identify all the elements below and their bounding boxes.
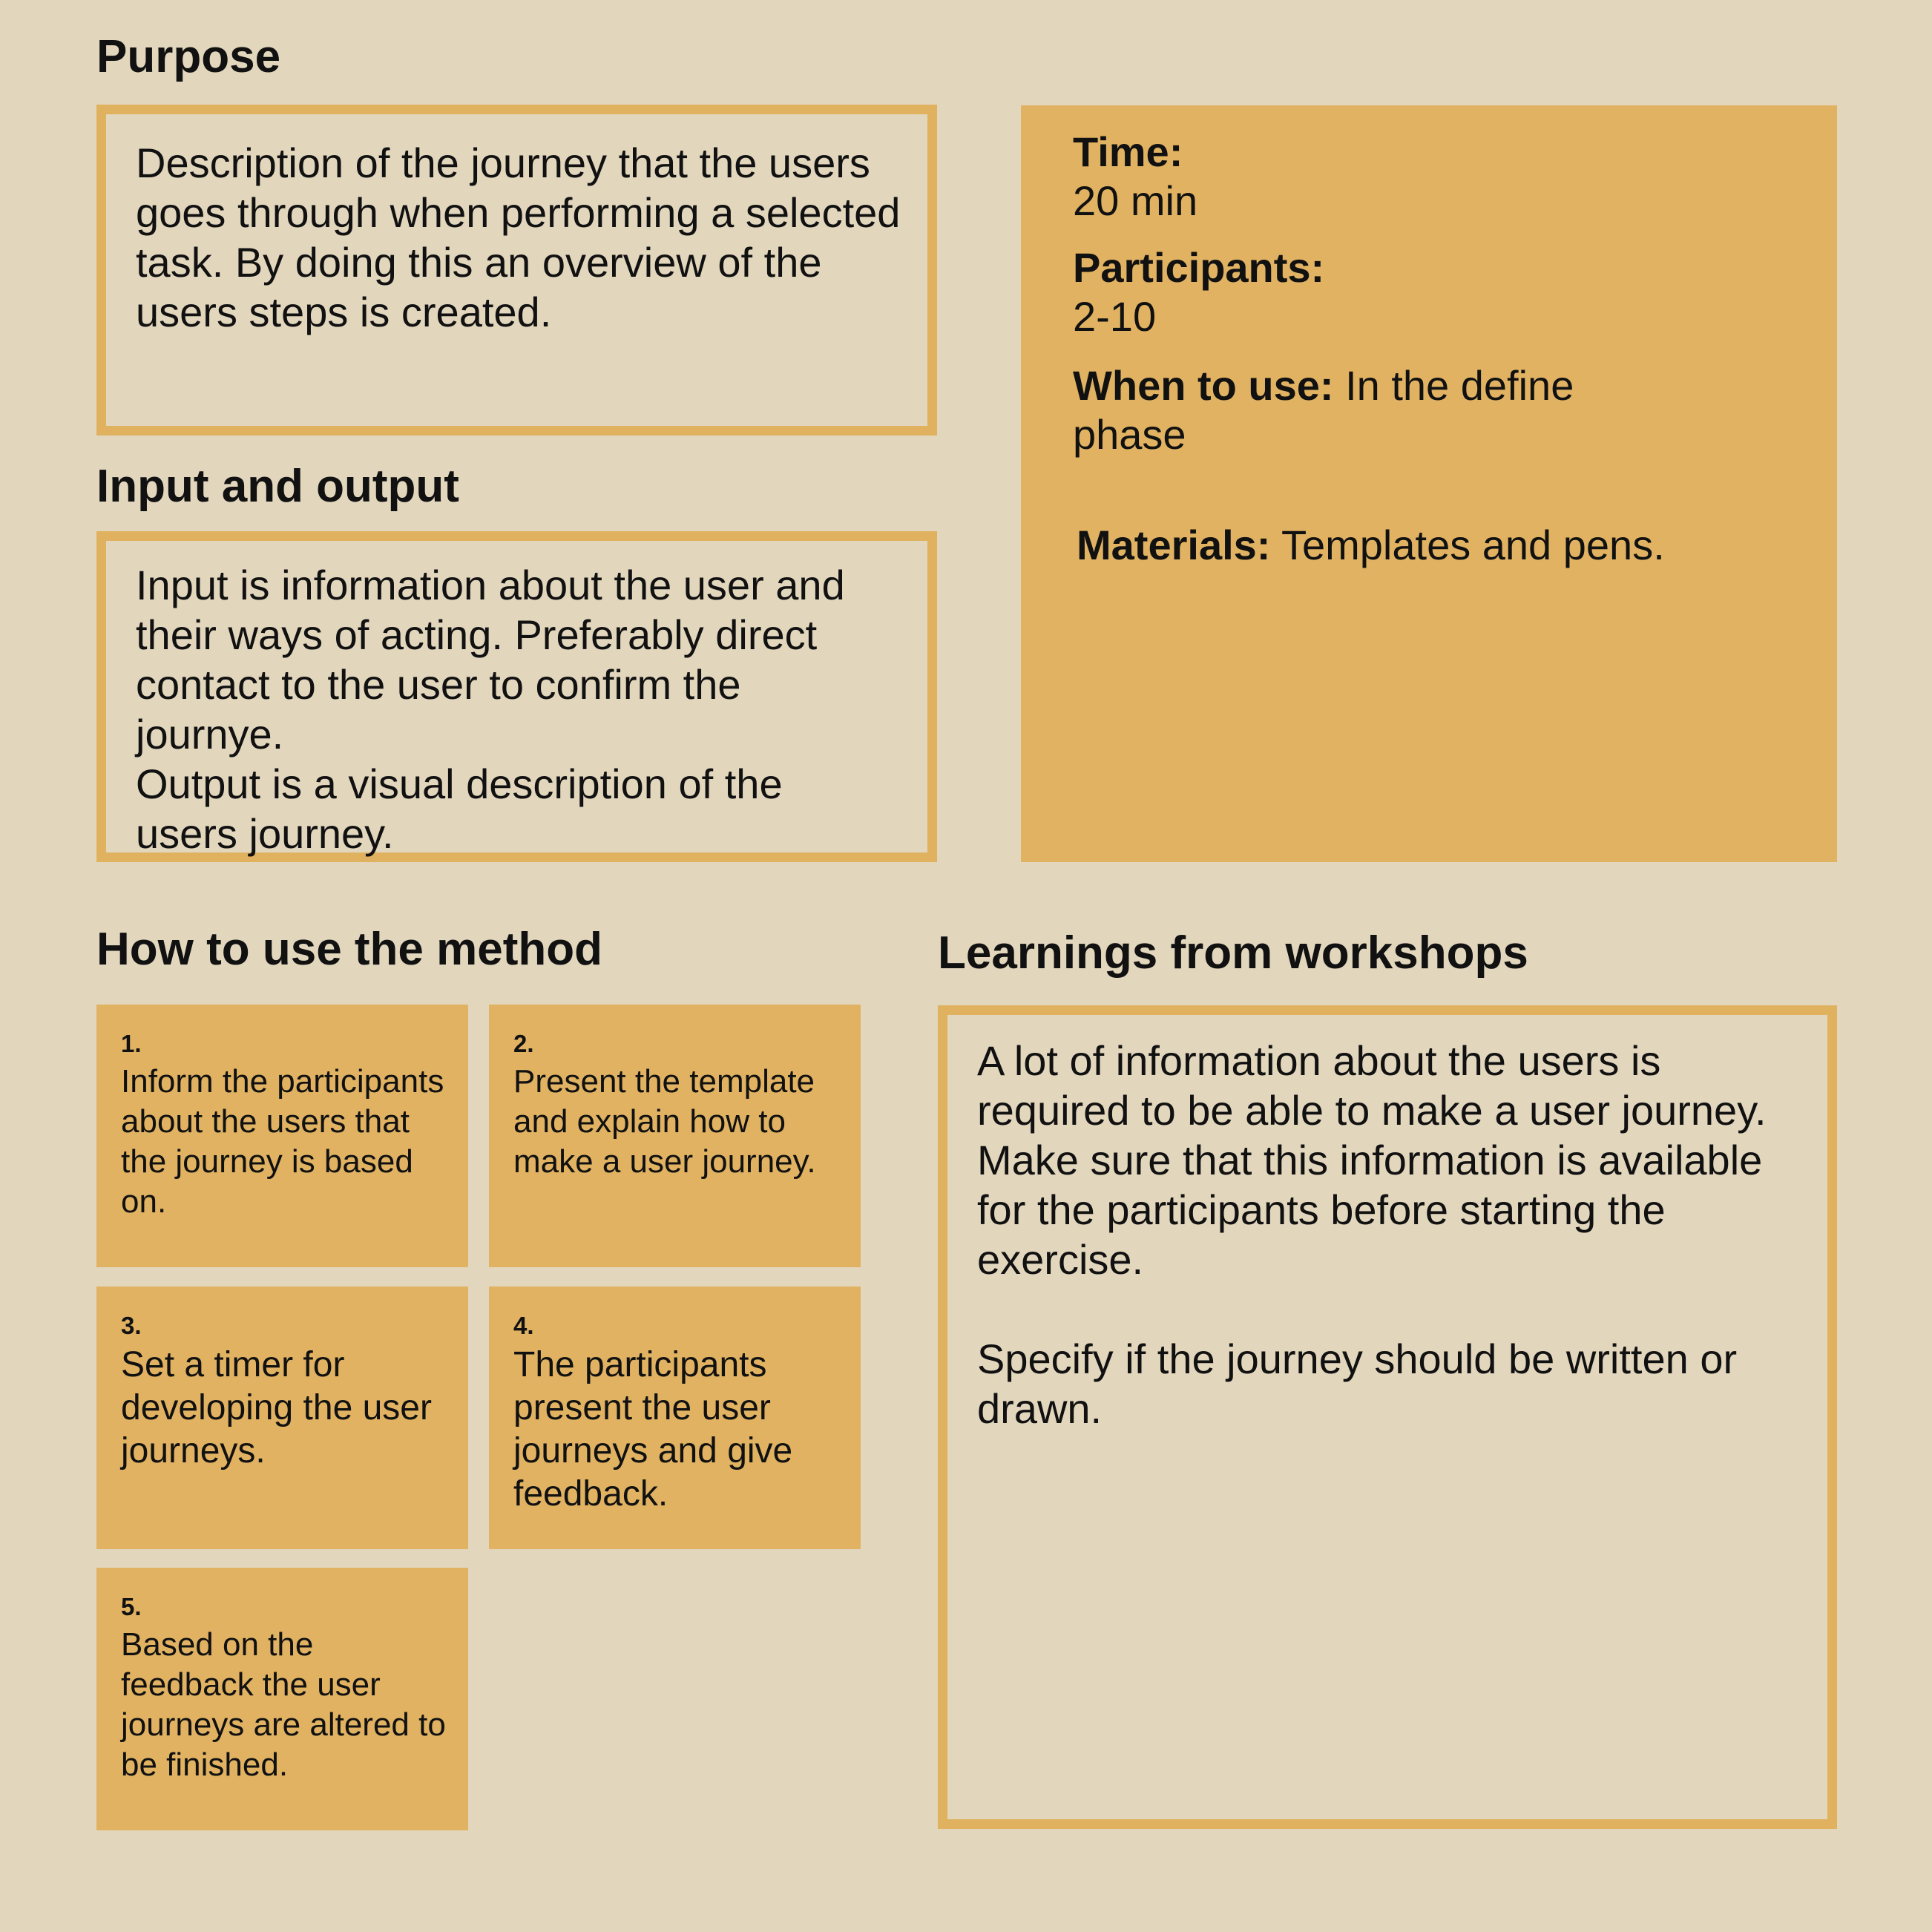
step-text: Present the template and explain how to … (513, 1063, 816, 1180)
learnings-text: A lot of information about the users is … (977, 1037, 1767, 1432)
step-card-3: 3. Set a timer for developing the user j… (96, 1287, 468, 1549)
when-to-use-info: When to use: In the define phase (1073, 361, 1637, 459)
step-card-1: 1. Inform the participants about the use… (96, 1005, 468, 1267)
input-output-box: Input is information about the user and … (96, 531, 937, 862)
step-text: Inform the participants about the users … (121, 1063, 444, 1220)
step-card-2: 2. Present the template and explain how … (489, 1005, 861, 1267)
step-card-4: 4. The participants present the user jou… (489, 1287, 861, 1549)
learnings-title: Learnings from workshops (938, 927, 1528, 979)
how-to-title: How to use the method (96, 924, 602, 975)
step-text: The participants present the user journe… (513, 1345, 793, 1514)
when-to-use-label: When to use: (1073, 362, 1334, 409)
step-number: 4. (513, 1312, 534, 1339)
step-number: 1. (121, 1030, 142, 1057)
participants-value: 2-10 (1073, 293, 1157, 340)
step-number: 5. (121, 1593, 142, 1620)
step-text: Set a timer for developing the user jour… (121, 1345, 432, 1471)
input-output-title: Input and output (96, 461, 459, 512)
time-label: Time: (1073, 128, 1183, 175)
participants-label: Participants: (1073, 244, 1325, 291)
time-info: Time: 20 min (1073, 128, 1197, 226)
participants-info: Participants: 2-10 (1073, 243, 1324, 341)
when-to-use-value: In the define phase (1073, 362, 1574, 458)
materials-value: Templates and pens. (1281, 522, 1665, 568)
learnings-box: A lot of information about the users is … (938, 1005, 1837, 1829)
step-text: Based on the feedback the user journeys … (121, 1626, 446, 1783)
materials-info: Materials: Templates and pens. (1077, 521, 1818, 570)
purpose-text: Description of the journey that the user… (136, 139, 901, 335)
purpose-title: Purpose (96, 31, 281, 82)
method-info-panel: Time: 20 min Participants: 2-10 When to … (1021, 105, 1837, 862)
step-card-5: 5. Based on the feedback the user journe… (96, 1568, 468, 1830)
materials-label: Materials: (1077, 522, 1271, 568)
step-number: 2. (513, 1030, 534, 1057)
step-number: 3. (121, 1312, 142, 1339)
time-value: 20 min (1073, 177, 1198, 224)
purpose-box: Description of the journey that the user… (96, 105, 937, 436)
input-output-text: Input is information about the user and … (136, 562, 845, 857)
